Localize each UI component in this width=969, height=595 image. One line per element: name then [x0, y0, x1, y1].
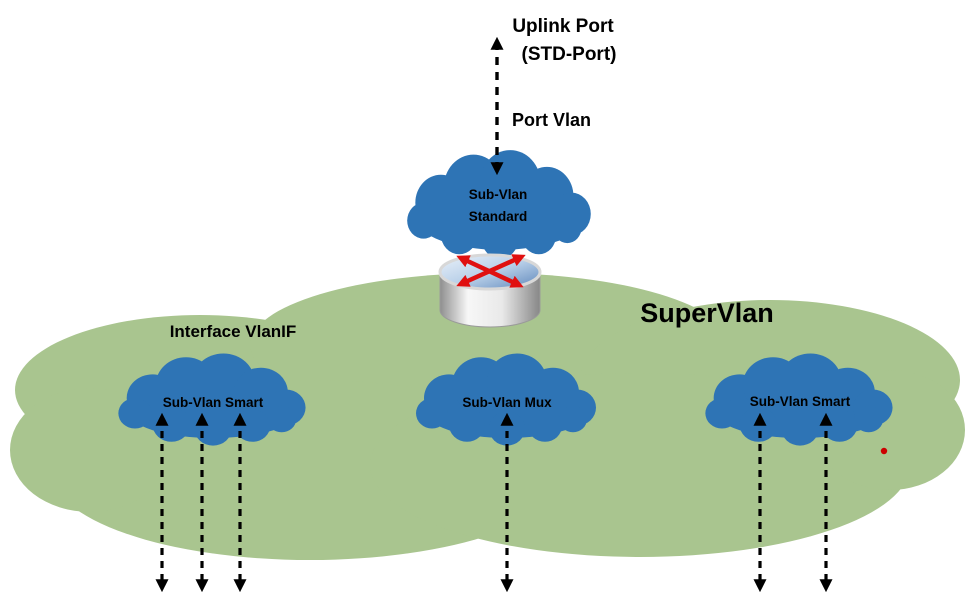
sub-vlan-standard-cloud — [407, 150, 591, 259]
port-vlan-label: Port Vlan — [512, 110, 591, 130]
sub-vlan-smart-right-label: Sub-Vlan Smart — [750, 394, 851, 409]
sub-vlan-smart-left-label: Sub-Vlan Smart — [163, 395, 264, 410]
std-port-label: (STD-Port) — [522, 44, 617, 65]
router-icon — [438, 253, 542, 328]
router-switching-arrow-2 — [456, 255, 524, 288]
red-dot-marker — [880, 447, 888, 455]
supervlan-label: SuperVlan — [640, 298, 774, 328]
sub-vlan-mux-label: Sub-Vlan Mux — [462, 395, 552, 410]
sub-vlan-standard-label-line1: Sub-Vlan — [469, 187, 528, 202]
interface-vlanif-label: Interface VlanIF — [170, 322, 297, 341]
sub-vlan-standard-label-line2: Standard — [469, 209, 528, 224]
uplink-port-label: Uplink Port — [512, 16, 614, 37]
